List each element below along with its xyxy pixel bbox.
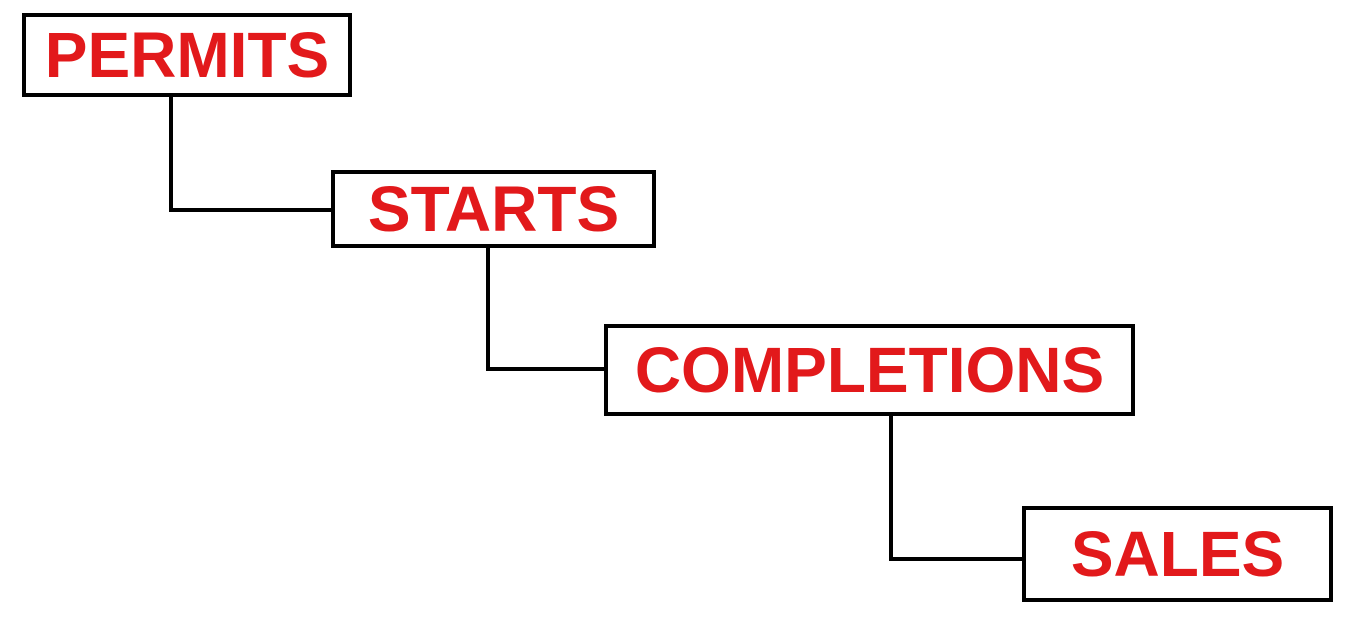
connector-permits-starts-horizontal [169,208,331,212]
connector-starts-completions-horizontal [486,367,604,371]
node-completions: COMPLETIONS [604,324,1135,416]
connector-completions-sales-vertical [889,415,893,561]
node-starts-label: STARTS [367,173,620,245]
node-permits-label: PERMITS [44,19,330,91]
connector-completions-sales-horizontal [889,557,1022,561]
connector-permits-starts-vertical [169,96,173,212]
node-sales: SALES [1022,506,1333,602]
node-permits: PERMITS [22,13,352,97]
node-completions-label: COMPLETIONS [634,334,1105,406]
connector-starts-completions-vertical [486,247,490,371]
node-sales-label: SALES [1070,518,1285,590]
node-starts: STARTS [331,170,656,248]
